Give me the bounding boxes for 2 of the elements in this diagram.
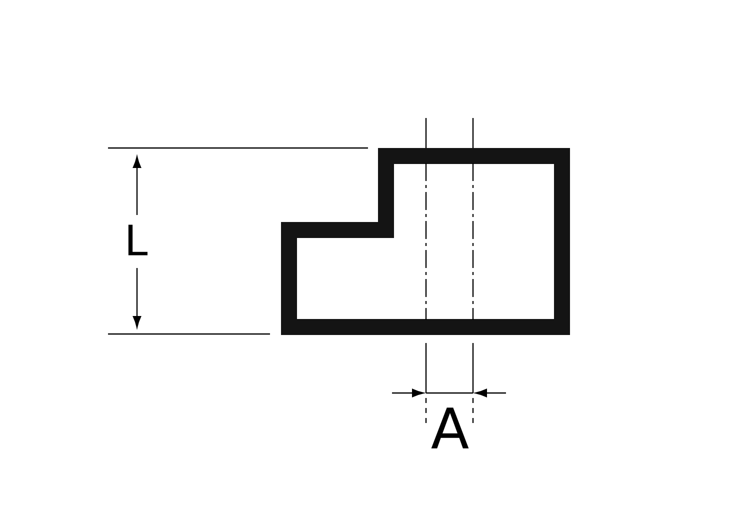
dimension-label: L (128, 224, 148, 256)
dimension-label: A (431, 408, 469, 448)
